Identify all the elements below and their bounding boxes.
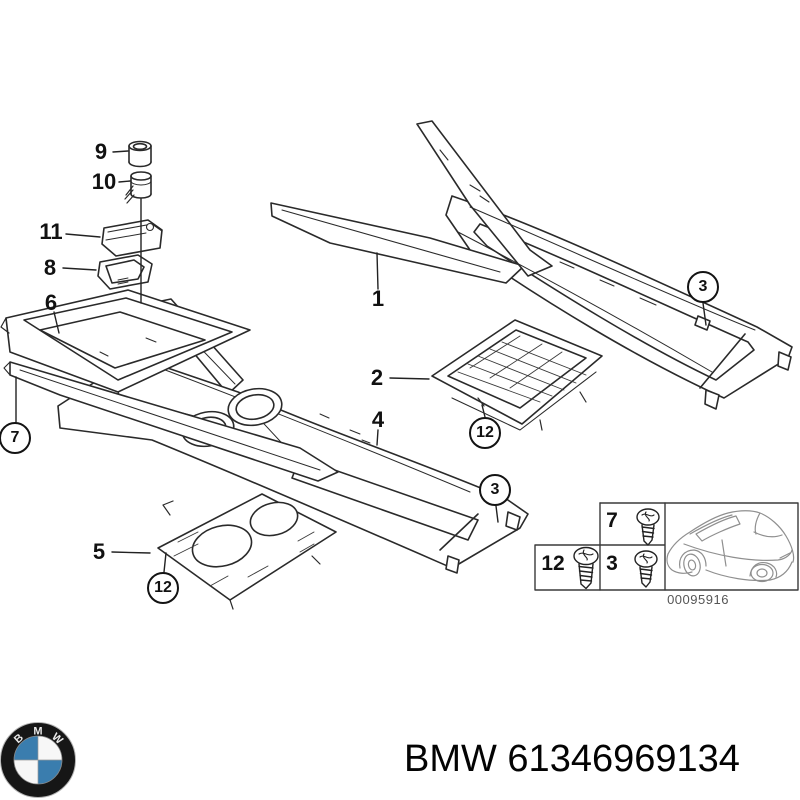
callout-1: 1 (371, 286, 385, 311)
image-code: 00095916 (667, 592, 729, 607)
callout-2: 2 (370, 365, 384, 390)
cupholder-insert-drawing (157, 493, 337, 610)
callout-5: 5 (92, 539, 106, 564)
ashtray-insert-drawing (97, 254, 153, 290)
legend-label-12: 12 (541, 552, 565, 575)
callout-12-lower-circled: 12 (147, 572, 179, 604)
callout-12-upper-circled: 12 (469, 417, 501, 449)
tapping-screw-icon (634, 550, 658, 588)
callout-8: 8 (43, 255, 57, 280)
legend-label-7: 7 (606, 509, 618, 532)
callout-7-circled: 7 (0, 422, 31, 454)
callout-6: 6 (44, 290, 58, 315)
leader-lines (15, 150, 707, 573)
logo-letter-m: M (33, 726, 42, 738)
tapping-screw-icon (573, 546, 599, 590)
side-trim-strip-drawing (3, 361, 339, 482)
console-trim-upper-drawing (270, 120, 793, 410)
ashtray-frame-drawing (0, 289, 251, 403)
fastener-legend-box (534, 502, 799, 591)
callout-9: 9 (94, 139, 108, 164)
callout-4: 4 (371, 407, 385, 432)
callout-11: 11 (39, 219, 63, 244)
callout-3-lower-circled: 3 (479, 474, 511, 506)
tapping-screw-icon (636, 508, 660, 546)
lighter-socket-drawing (124, 171, 152, 204)
callout-10: 10 (91, 169, 117, 194)
bmw-roundel-icon: B M W (0, 722, 76, 798)
car-silhouette-icon (666, 510, 795, 583)
part-number-text: BMW 61346969134 (404, 738, 740, 780)
legend-label-3: 3 (606, 552, 618, 575)
storage-tray-insert-drawing (431, 319, 603, 431)
lighter-plug-drawing (128, 140, 152, 168)
exploded-parts-drawing (0, 120, 799, 610)
oddments-box-drawing (101, 219, 163, 257)
callout-3-upper-circled: 3 (687, 271, 719, 303)
